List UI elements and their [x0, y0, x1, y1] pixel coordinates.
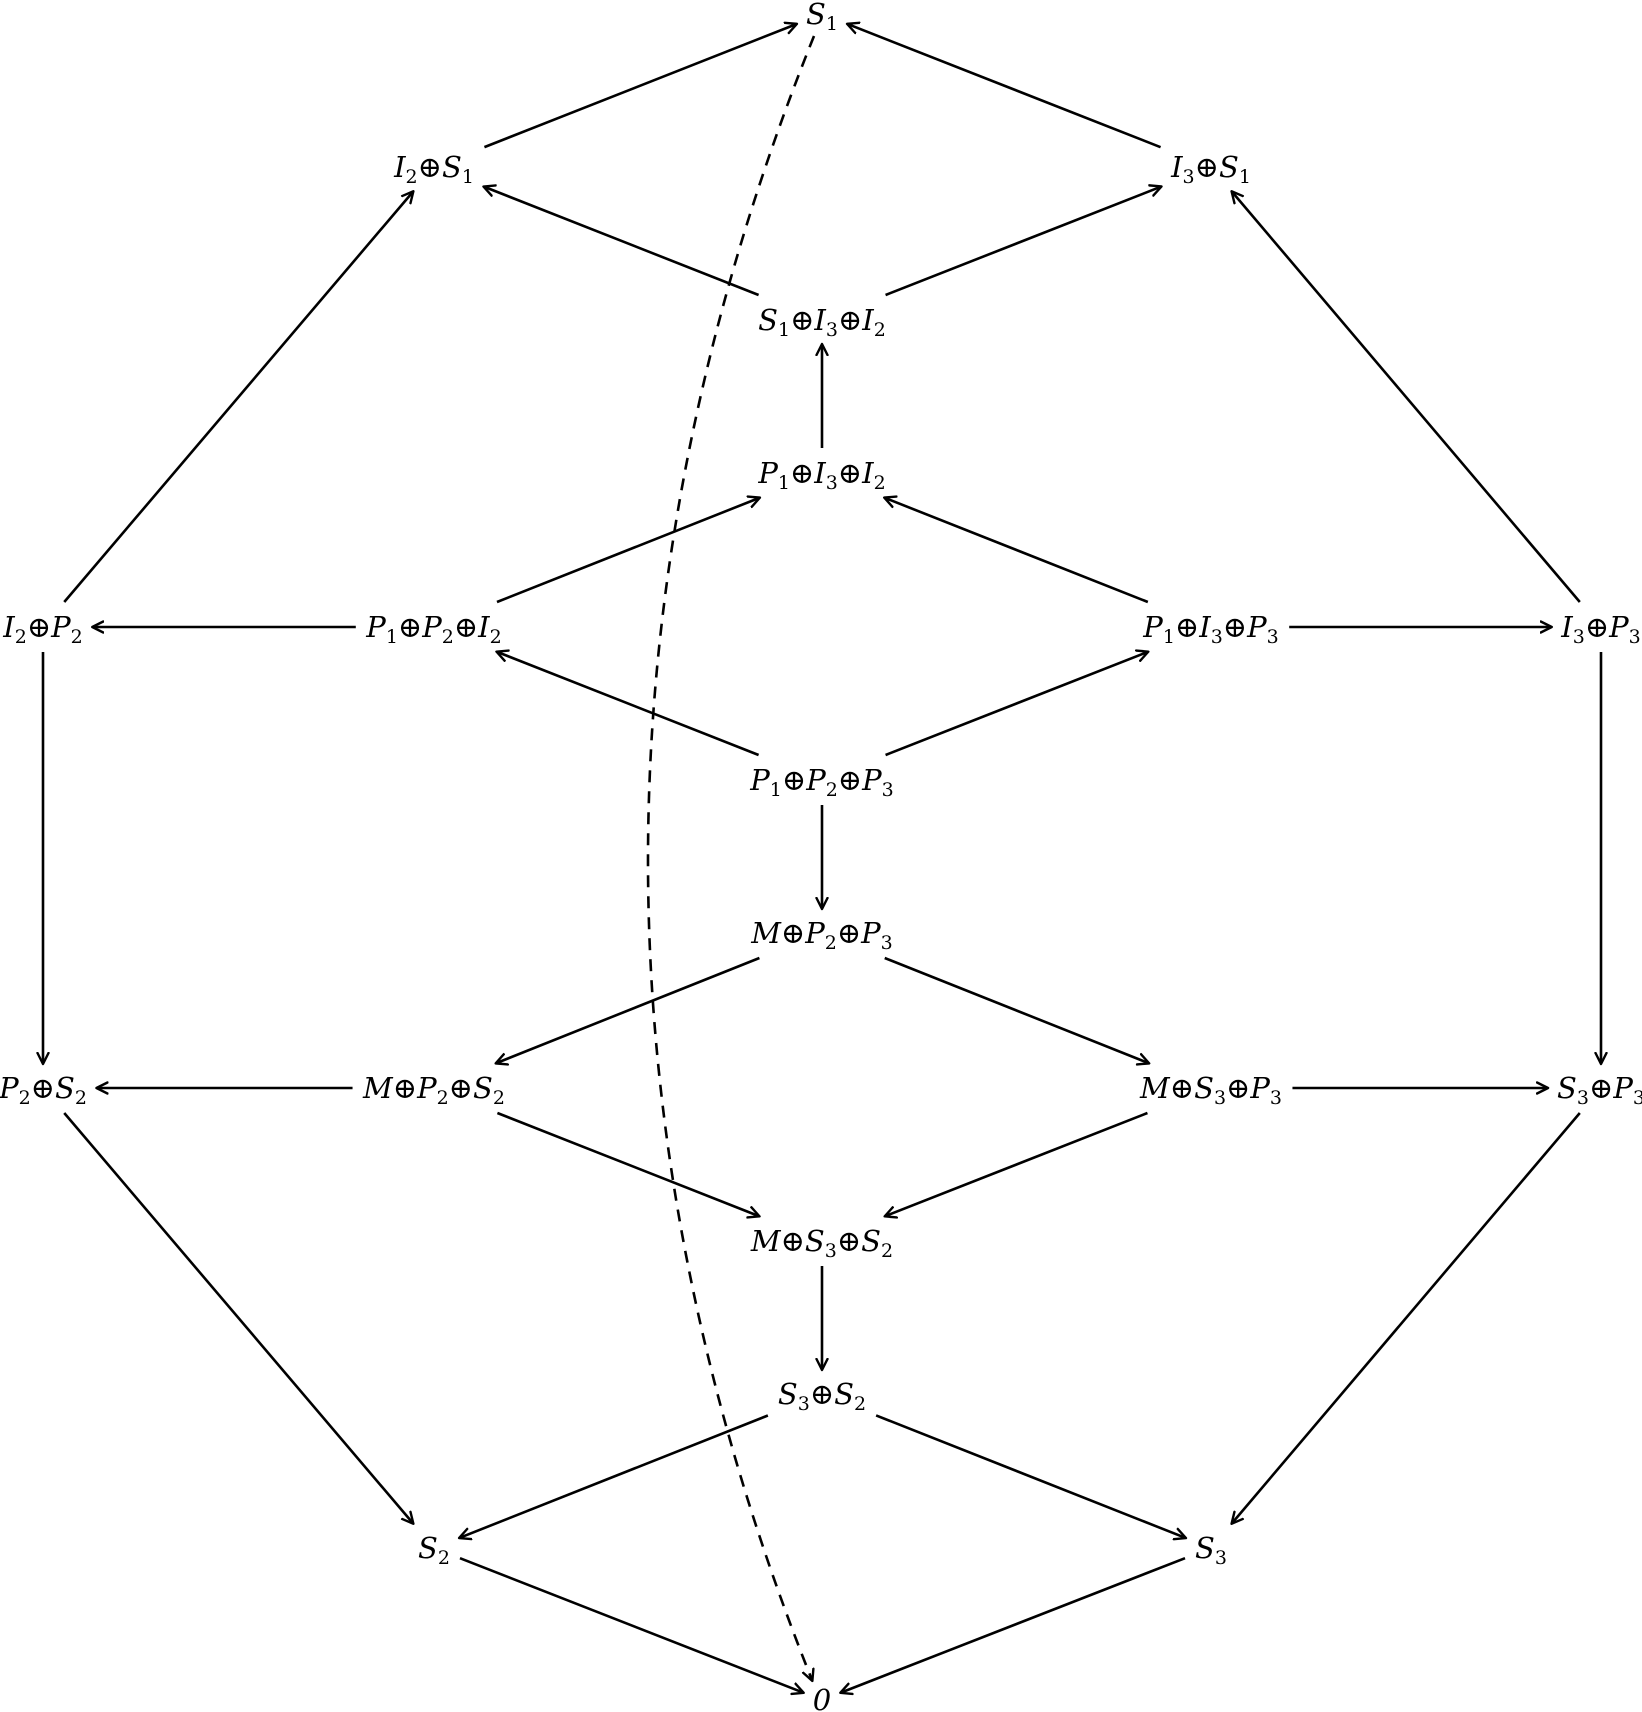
node-s2: S2​ [418, 1531, 450, 1569]
arrow-s2-to-z0 [459, 1556, 803, 1692]
node-i3s1: I3​⊕S1​ [1170, 150, 1251, 188]
node-ms3p3: M⊕S3​⊕P3​ [1139, 1071, 1282, 1109]
node-mp2s2: M⊕P2​⊕S2​ [362, 1071, 505, 1109]
arrow-mp2p3-to-ms3p3 [884, 956, 1149, 1063]
node-s3p3: S3​⊕P3​ [1557, 1071, 1642, 1109]
node-p1p2i2: P1​⊕P2​⊕I2​ [365, 610, 501, 648]
node-p1i3i2: P1​⊕I3​⊕I2​ [757, 456, 885, 494]
node-s1i3i2: S1​⊕I3​⊕I2​ [758, 303, 886, 341]
arrow-p1i3p3-to-p1i3i2 [885, 498, 1149, 604]
arrow-p1p2i2-to-p1i3i2 [496, 498, 759, 604]
arrow-mp2p3-to-mp2s2 [497, 956, 760, 1063]
node-p2s2: P2​⊕S2​ [0, 1071, 87, 1109]
arrow-s3-to-z0 [841, 1556, 1186, 1692]
edges-layer [43, 24, 1601, 1692]
node-z0: 0 [813, 1683, 831, 1712]
arrow-i3p3-to-i3s1 [1232, 192, 1581, 603]
node-ms3s2: M⊕S3​⊕S2​ [750, 1224, 893, 1262]
node-s1: S1​ [806, 0, 838, 35]
node-mp2p3: M⊕P2​⊕P3​ [750, 916, 893, 954]
arrow-s3s2-to-s3 [875, 1414, 1185, 1537]
arrow-ms3p3-to-ms3s2 [886, 1111, 1148, 1216]
node-i2p2: I2​⊕P2​ [2, 610, 82, 648]
arrow-i2s1-to-s1 [483, 24, 796, 149]
arrow-mp2s2-to-ms3s2 [496, 1111, 758, 1216]
node-p1i3p3: P1​⊕I3​⊕P3​ [1142, 610, 1278, 648]
arrow-p1p2p3-to-p1i3p3 [885, 652, 1148, 757]
dashed-arrow-s1-to-z0 [646, 35, 816, 1680]
arrow-s3p3-to-s3 [1232, 1112, 1581, 1523]
node-s3: S3​ [1195, 1531, 1227, 1569]
arrow-p2s2-to-s2 [63, 1112, 413, 1523]
arrow-s1i3i2-to-i2s1 [484, 187, 760, 297]
node-s3s2: S3​⊕S2​ [778, 1377, 866, 1415]
node-i2s1: I2​⊕S1​ [393, 150, 474, 188]
arrow-i2p2-to-i2s1 [63, 192, 413, 603]
node-i3p3: I3​⊕P3​ [1560, 610, 1640, 648]
arrow-s1i3i2-to-i3s1 [885, 187, 1161, 297]
arrow-p1p2p3-to-p1p2i2 [497, 652, 760, 757]
arrow-i3s1-to-s1 [848, 24, 1162, 149]
arrow-s3s2-to-s2 [460, 1414, 769, 1537]
node-p1p2p3: P1​⊕P2​⊕P3​ [749, 763, 893, 801]
